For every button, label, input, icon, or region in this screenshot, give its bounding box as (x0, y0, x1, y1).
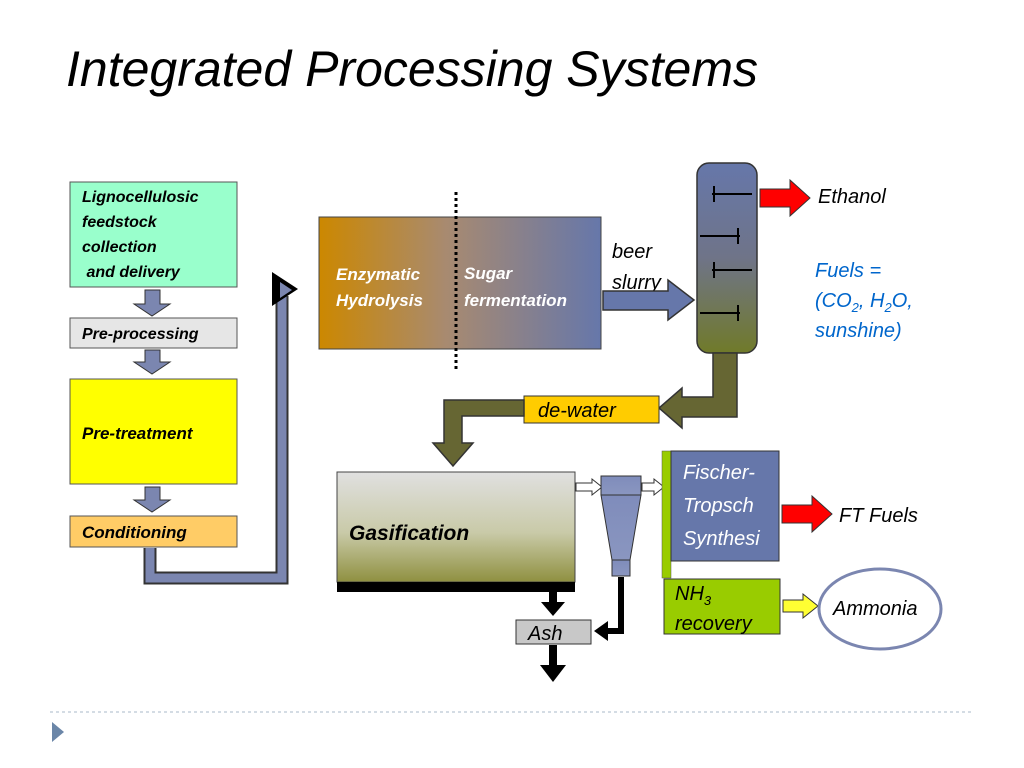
cyclone-ash-arrow (594, 577, 624, 641)
svg-text:Fuels = (CO2, H2O, sun: Fuels = (CO2, H2O, sunshine) (815, 260, 918, 342)
ammonia-arrow (782, 592, 819, 620)
cyclone-separator (600, 475, 642, 577)
fuels-co-sub: 2 (851, 300, 860, 315)
ammonia-label: Ammonia (832, 598, 917, 620)
hydrolysis-label: Hydrolysis (336, 291, 423, 310)
next-slide-triangle-icon[interactable] (52, 722, 64, 742)
recovery-label: recovery (675, 613, 753, 635)
nh3-recovery-box: NH3 recovery (663, 578, 781, 635)
conditioning-to-hydrolysis-arrow (143, 272, 298, 585)
down-arrow-1 (132, 289, 172, 317)
svg-text:Enzymatic Hydrolysis: Enzymatic Hydrolysis Sugar fermentation (336, 264, 567, 310)
fischer-tropsch-box: Fischer- Tropsch Synthesi (661, 450, 780, 579)
svg-text:beer slurry: beer slurry (612, 241, 662, 294)
feedstock-line-4: and delivery (82, 264, 181, 281)
svg-text:NH3 recovery: NH3 recovery (675, 583, 753, 635)
fermentation-label: fermentation (464, 291, 567, 310)
beer-label: beer (612, 241, 653, 263)
pretreatment-label: Pre-treatment (82, 424, 194, 443)
ash-box: Ash (515, 619, 592, 645)
slurry-arrow (602, 278, 696, 322)
ft-fuels-arrow (781, 494, 833, 534)
ethanol-arrow (759, 178, 811, 218)
ash-label: Ash (527, 623, 562, 645)
ft-fuels-label: FT Fuels (839, 505, 918, 527)
down-arrow-3 (132, 486, 172, 513)
ethanol-label: Ethanol (818, 186, 886, 208)
dewater-to-gasification-arrow (431, 399, 525, 468)
conditioning-box: Conditioning (69, 515, 238, 548)
gasifier-to-cyclone-arrow (575, 477, 603, 497)
cyclone-to-ft-arrow (641, 477, 665, 497)
gasifier-ash-arrow (541, 592, 565, 616)
dewater-box: de-water (523, 395, 660, 424)
nh3-label: NH (675, 583, 704, 605)
gasification-label: Gasification (349, 522, 469, 545)
fuels-line-3: sunshine) (815, 320, 902, 342)
preprocessing-label: Pre-processing (82, 326, 199, 343)
page-title: Integrated Processing Systems (66, 41, 758, 97)
conditioning-label: Conditioning (82, 523, 187, 542)
svg-text:Lignocellulosic feedstoc: Lignocellulosic feedstock collection and… (82, 189, 203, 281)
fuels-h-sub: 2 (883, 300, 892, 315)
fischer-line-3: Synthesi (683, 528, 760, 550)
down-arrow-2 (132, 349, 172, 375)
pretreatment-box: Pre-treatment (69, 378, 238, 485)
feedstock-box: Lignocellulosic feedstock collection and… (69, 181, 238, 288)
gasification-box: Gasification (336, 471, 576, 592)
fuels-co: (CO (815, 290, 852, 312)
distillation-column (696, 162, 758, 354)
fischer-line-1: Fischer- (683, 462, 755, 484)
enzymatic-label: Enzymatic (336, 265, 421, 284)
hydrolysis-fermentation-box: Enzymatic Hydrolysis Sugar fermentation (318, 192, 602, 370)
slurry-label: slurry (612, 272, 662, 294)
ash-out-arrow (540, 645, 566, 682)
preprocessing-box: Pre-processing (69, 317, 238, 349)
fuels-h: , H (859, 290, 885, 312)
fischer-line-2: Tropsch (683, 495, 754, 517)
column-to-dewater-arrow (657, 352, 738, 430)
fuels-line-1: Fuels = (815, 260, 881, 282)
fuels-o: O, (892, 290, 913, 312)
column-trays (700, 186, 752, 321)
ammonia-ellipse: Ammonia (817, 567, 943, 651)
sugar-label: Sugar (464, 264, 514, 283)
feedstock-line-1: Lignocellulosic (82, 189, 199, 206)
feedstock-line-3: collection (82, 239, 157, 256)
svg-text:Fischer- Tropsch S: Fischer- Tropsch Synthesi (683, 462, 760, 550)
dewater-label: de-water (538, 400, 617, 422)
feedstock-line-2: feedstock (82, 214, 158, 231)
nh3-sub: 3 (704, 593, 712, 608)
